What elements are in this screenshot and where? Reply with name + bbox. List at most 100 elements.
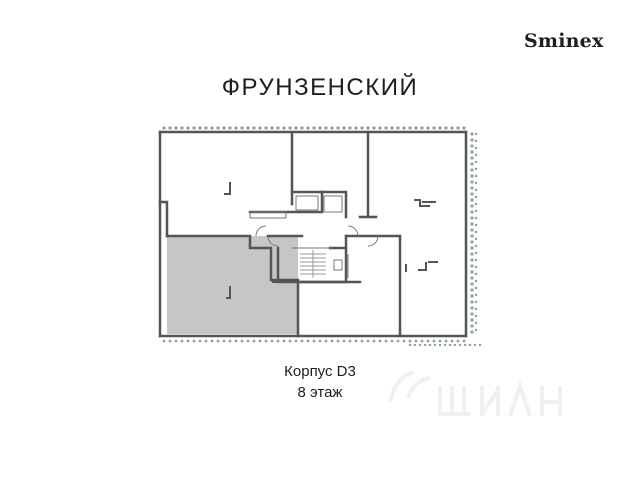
floor-plan	[158, 126, 482, 347]
tree-dot	[470, 222, 474, 226]
tree-dot	[240, 126, 244, 130]
tree-dot	[342, 126, 346, 130]
tree-dot	[462, 126, 466, 130]
tree-dot	[288, 339, 292, 343]
tree-dot	[470, 132, 474, 136]
tree-dot	[210, 126, 214, 130]
tree-dot	[198, 339, 202, 343]
tree-dot	[162, 339, 166, 343]
tree-dot	[306, 339, 310, 343]
tree-dot	[470, 168, 474, 172]
tree-dot	[390, 126, 394, 130]
tree-dot	[336, 126, 340, 130]
tree-dot	[426, 126, 430, 130]
tree-dot	[402, 339, 406, 343]
tree-dot	[216, 126, 220, 130]
landscape-trees	[162, 126, 482, 347]
tree-dot	[372, 126, 376, 130]
tree-dot	[354, 339, 358, 343]
tree-dot	[474, 307, 478, 311]
tree-dot	[474, 139, 478, 143]
tree-dot	[180, 339, 184, 343]
highlighted-apartment[interactable]	[167, 236, 298, 334]
tree-dot	[180, 126, 184, 130]
tree-dot	[300, 339, 304, 343]
tree-dot	[222, 126, 226, 130]
tree-dot	[360, 126, 364, 130]
tree-dot	[234, 126, 238, 130]
tree-dot	[300, 126, 304, 130]
tree-dot	[444, 126, 448, 130]
tree-dot	[470, 204, 474, 208]
tree-dot	[174, 126, 178, 130]
complex-title: ФРУНЗЕНСКИЙ	[221, 74, 419, 101]
tree-dot	[456, 126, 460, 130]
tree-dot	[470, 264, 474, 268]
tree-dot	[474, 132, 478, 136]
tree-dot	[318, 126, 322, 130]
tree-dot	[204, 339, 208, 343]
tree-dot	[474, 258, 478, 262]
tree-dot	[413, 343, 417, 347]
tree-dot	[456, 339, 460, 343]
tree-dot	[186, 339, 190, 343]
tree-dot	[470, 288, 474, 292]
tree-dot	[192, 126, 196, 130]
tree-dot	[348, 339, 352, 343]
tree-dot	[396, 339, 400, 343]
tree-dot	[418, 343, 422, 347]
tree-dot	[420, 339, 424, 343]
tree-dot	[186, 126, 190, 130]
tree-dot	[470, 144, 474, 148]
tree-dot	[348, 126, 352, 130]
tree-dot	[474, 272, 478, 276]
tree-dot	[228, 339, 232, 343]
tree-dot	[474, 314, 478, 318]
tree-dot	[470, 186, 474, 190]
tree-dot	[378, 126, 382, 130]
tree-dot	[336, 339, 340, 343]
tree-dot	[222, 339, 226, 343]
tree-dot	[474, 153, 478, 157]
tree-dot	[433, 343, 437, 347]
cian-logo-icon	[388, 370, 562, 417]
tree-dot	[312, 126, 316, 130]
tree-dot	[470, 162, 474, 166]
tree-dot	[414, 126, 418, 130]
tree-dot	[264, 126, 268, 130]
tree-dot	[448, 343, 452, 347]
tree-dot	[324, 126, 328, 130]
tree-dot	[270, 339, 274, 343]
tree-dot	[474, 251, 478, 255]
tree-dot	[470, 258, 474, 262]
tree-dot	[366, 126, 370, 130]
tree-dot	[470, 138, 474, 142]
tree-dot	[408, 126, 412, 130]
tree-dot	[470, 282, 474, 286]
tree-dot	[474, 223, 478, 227]
tree-dot	[174, 339, 178, 343]
tree-dot	[474, 188, 478, 192]
tree-dot	[474, 230, 478, 234]
tree-dot	[408, 339, 412, 343]
interior-details	[249, 195, 379, 278]
tree-dot	[470, 276, 474, 280]
tree-dot	[453, 343, 457, 347]
tree-dot	[470, 192, 474, 196]
tree-dot	[438, 343, 442, 347]
tree-dot	[470, 312, 474, 316]
tree-dot	[438, 126, 442, 130]
tree-dot	[288, 126, 292, 130]
tree-dot	[258, 126, 262, 130]
tree-dot	[420, 126, 424, 130]
tree-dot	[444, 339, 448, 343]
tree-dot	[408, 343, 412, 347]
tree-dot	[246, 339, 250, 343]
stairwell	[300, 250, 326, 278]
tree-dot	[450, 339, 454, 343]
tree-dot	[162, 126, 166, 130]
tree-dot	[282, 339, 286, 343]
building-label: Корпус D3	[284, 363, 356, 380]
tree-dot	[168, 126, 172, 130]
tree-dot	[470, 210, 474, 214]
